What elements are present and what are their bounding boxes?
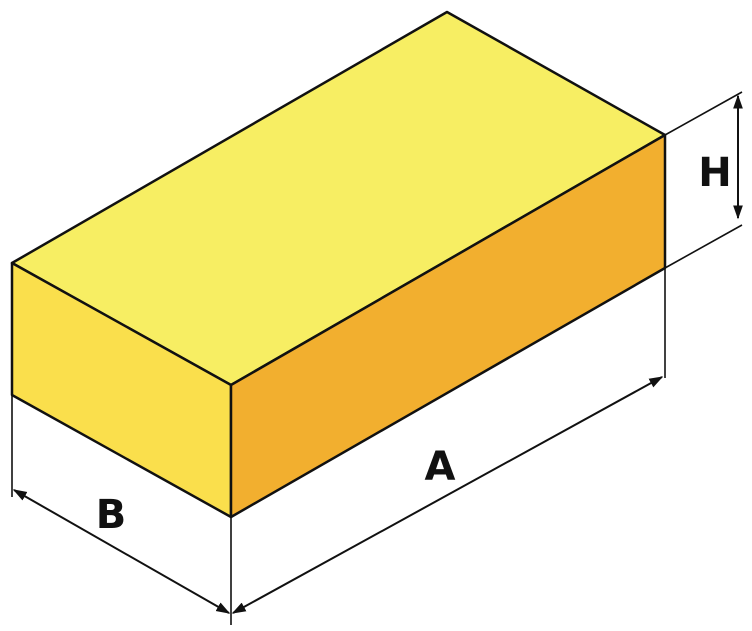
dimension-label-b: B — [96, 492, 127, 538]
dimension-label-a: A — [425, 444, 456, 490]
extension-line-top-right — [664, 91, 743, 136]
dimension-label-h: H — [698, 150, 731, 196]
dimension-line-b — [12, 489, 231, 614]
extension-line-bottom-right — [664, 224, 743, 269]
dimension-line-a — [231, 376, 664, 614]
